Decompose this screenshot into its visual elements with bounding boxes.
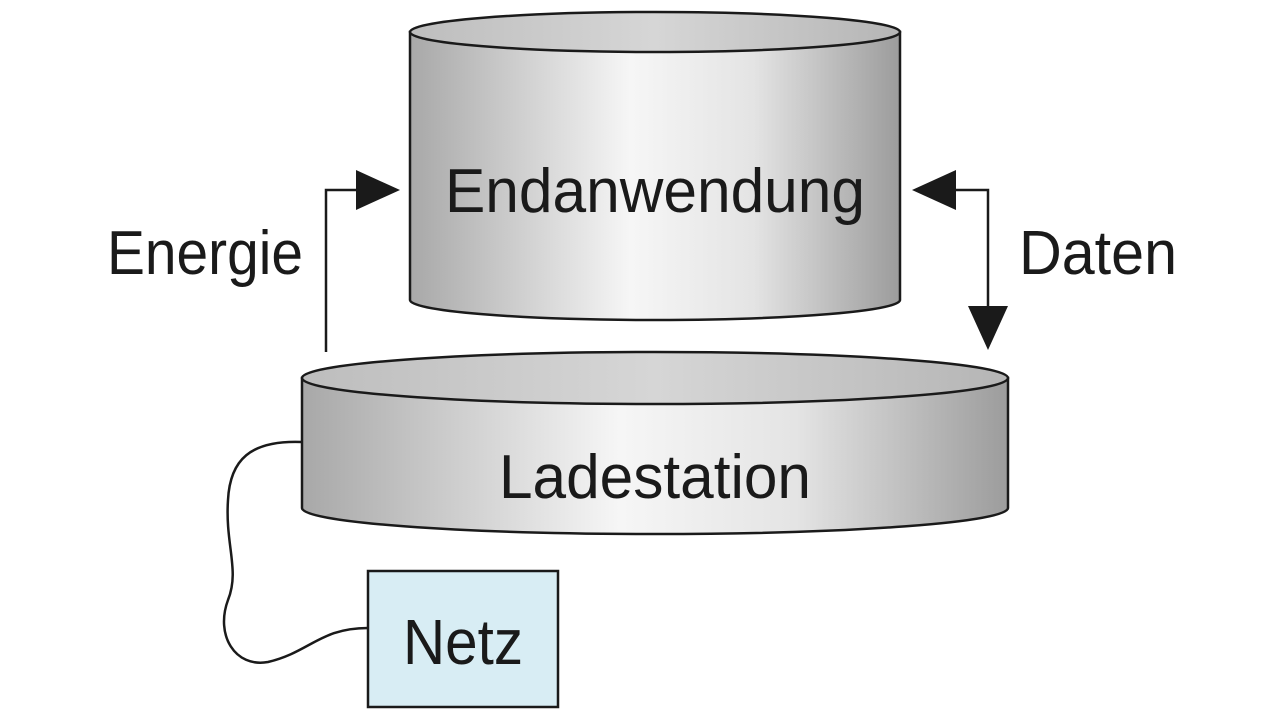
energie-arrow <box>324 170 400 352</box>
netz-cable <box>222 440 369 664</box>
netz-box: Netz <box>366 569 560 709</box>
endanwendung-cylinder: Endanwendung <box>408 10 902 322</box>
daten-label: Daten <box>1019 219 1177 288</box>
ladestation-disk: Ladestation <box>300 350 1010 536</box>
ladestation-label: Ladestation <box>499 443 811 512</box>
netz-label: Netz <box>403 606 523 678</box>
endanwendung-label: Endanwendung <box>445 157 865 226</box>
energie-label: Energie <box>107 219 303 288</box>
daten-arrow <box>912 170 1008 350</box>
